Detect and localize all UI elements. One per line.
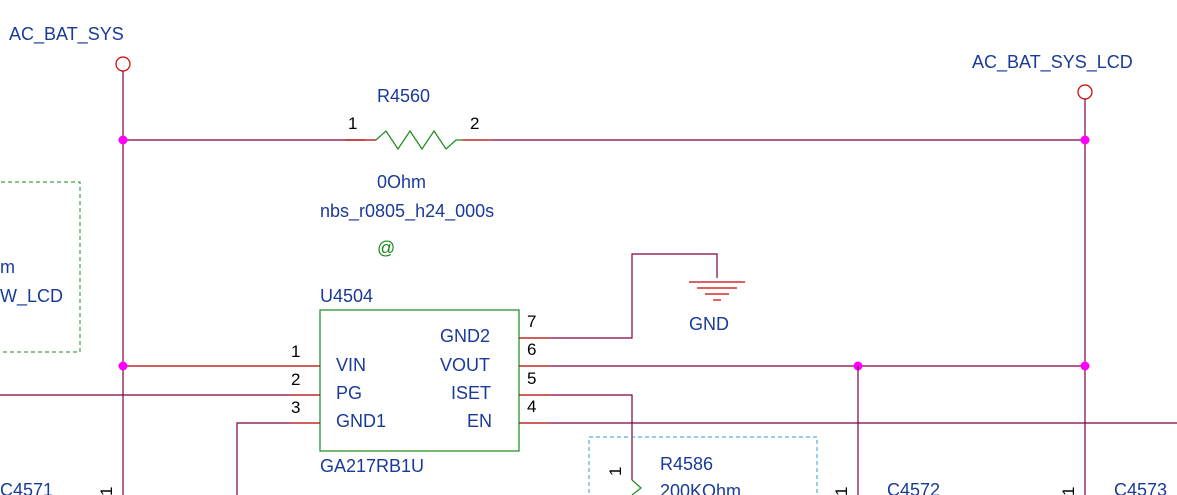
gnd-symbol[interactable] — [689, 281, 745, 301]
gnd-label: GND — [689, 314, 729, 334]
u4504-pin1-num: 1 — [291, 342, 300, 361]
junction-vout-right — [1080, 361, 1090, 371]
u4504-pin7-num: 7 — [527, 312, 536, 331]
u4504-pin6-name: VOUT — [440, 355, 490, 375]
u4504-pin4-name: EN — [467, 411, 492, 431]
c4572-pin-num: 1 — [832, 487, 851, 495]
u4504-pin3-wire[interactable] — [236, 422, 290, 495]
power-port-ac-bat-sys-lcd[interactable] — [1077, 84, 1093, 100]
u4504-pin5-num: 5 — [527, 369, 536, 388]
net-label-ac-bat-sys-lcd: AC_BAT_SYS_LCD — [972, 52, 1133, 73]
left-box-text-1: m — [0, 257, 15, 277]
r4586-body[interactable] — [631, 479, 642, 495]
r4560-marker: @ — [377, 238, 395, 258]
u4504-pin6-num: 6 — [527, 340, 536, 359]
c4573-pin-num: 1 — [1059, 487, 1078, 495]
c4571-pin-num: 1 — [97, 487, 116, 495]
r4560-body[interactable] — [375, 129, 462, 151]
u4504-pin7-name: GND2 — [440, 326, 490, 346]
u4504-pin2-name: PG — [336, 383, 362, 403]
r4560-pin1-num: 1 — [348, 114, 357, 133]
c4573-ref: C4573 — [1114, 480, 1167, 495]
c4571-ref: C4571 — [0, 480, 53, 495]
r4560-value: 0Ohm — [377, 172, 426, 192]
r4586-ref: R4586 — [660, 454, 713, 474]
junction-top-left — [118, 135, 128, 145]
u4504-pin1-name: VIN — [336, 355, 366, 375]
u4504-pin4-num: 4 — [527, 397, 536, 416]
u4504-pin3-num: 3 — [291, 398, 300, 417]
net-label-ac-bat-sys: AC_BAT_SYS — [9, 24, 124, 45]
u4504-pin5-name: ISET — [451, 383, 491, 403]
u4504-ref: U4504 — [320, 286, 373, 306]
u4504-pin2-num: 2 — [291, 370, 300, 389]
junction-top-right — [1080, 135, 1090, 145]
r4560-ref: R4560 — [377, 86, 430, 106]
left-box-text-2: W_LCD — [0, 286, 63, 307]
r4560-pin2-num: 2 — [470, 114, 479, 133]
r4586-value: 200KOhm — [660, 481, 741, 495]
wire-gnd2[interactable] — [550, 253, 718, 339]
u4504-pin3-name: GND1 — [336, 411, 386, 431]
wire-iset[interactable] — [550, 394, 633, 480]
r4560-footprint: nbs_r0805_h24_000s — [320, 201, 494, 222]
r4586-pin1-num: 1 — [606, 467, 625, 476]
junction-vin — [118, 361, 128, 371]
power-port-ac-bat-sys[interactable] — [115, 56, 131, 72]
u4504-part: GA217RB1U — [320, 456, 424, 476]
c4572-ref: C4572 — [887, 480, 940, 495]
left-group-box — [0, 181, 81, 353]
u4504-body[interactable] — [319, 309, 520, 452]
r4586-group-box — [588, 436, 818, 495]
